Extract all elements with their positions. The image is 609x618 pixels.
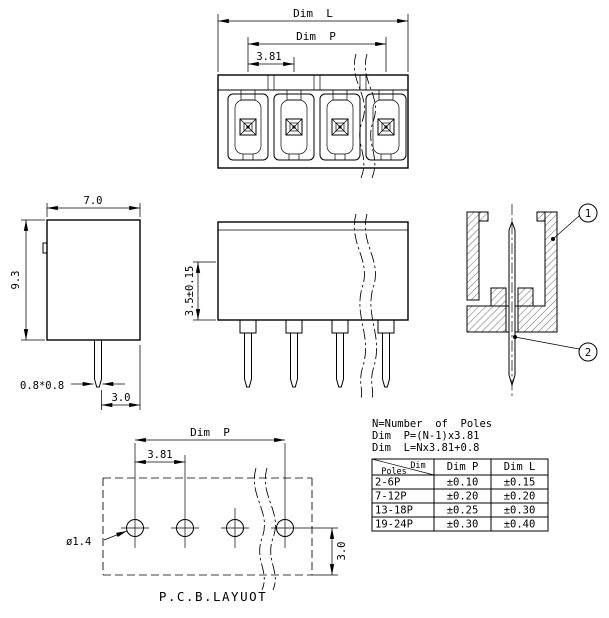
pcb-dim-p-label: Dim P [190, 426, 230, 439]
section-left-flange [478, 211, 489, 222]
table-corner-top: Dim [410, 461, 425, 471]
contact-block [517, 287, 534, 307]
pcb-layout: Dim P 3.81 ø1.4 3.0 P. [66, 426, 348, 604]
note-line-2: Dim P=(N-1)x3.81 [372, 430, 479, 442]
callout-1-circle [578, 203, 598, 223]
callout-1-number: 1 [585, 208, 591, 220]
pin-square-label: 0.8*0.8 [20, 380, 64, 392]
contact-block [490, 287, 507, 307]
side-latch [42, 242, 47, 254]
cell-poles: 13-18P [375, 505, 413, 517]
break-line [254, 467, 265, 591]
cell-dim-l: ±0.20 [504, 491, 536, 503]
pin-offset-label: 3.0 [112, 392, 131, 404]
cell-dim-l: ±0.30 [504, 505, 536, 517]
table-corner-diagonal [371, 458, 435, 476]
section-view: 1 2 [466, 203, 598, 396]
solder-pin [285, 319, 303, 388]
pole-module [319, 89, 361, 161]
callout-1: 1 [551, 203, 598, 241]
dim-l-label: Dim L [293, 7, 333, 20]
front-view-body [217, 221, 409, 321]
table-row: 2-6P ±0.10 ±0.15 [375, 477, 535, 489]
table-border [371, 458, 549, 532]
pcb-hole [126, 519, 144, 537]
callout-2-circle [578, 342, 598, 362]
leader-dot [513, 335, 517, 339]
cell-dim-p: ±0.30 [447, 519, 479, 531]
pcb-hole [226, 519, 244, 537]
formula-notes: N=Number of Poles Dim P=(N-1)x3.81 Dim L… [372, 418, 492, 454]
leader-line [514, 336, 580, 350]
table-header-dim-l: Dim L [504, 461, 536, 473]
table-row: 13-18P ±0.25 ±0.30 [375, 505, 535, 517]
cell-dim-p: ±0.25 [447, 505, 479, 517]
note-line-1: N=Number of Poles [372, 418, 492, 430]
solder-pin [377, 319, 395, 388]
table-header-dim-p: Dim P [447, 461, 479, 473]
break-line [354, 213, 367, 401]
callout-2: 2 [513, 335, 598, 362]
break-line [265, 467, 276, 591]
callout-2-number: 2 [585, 347, 591, 359]
height-label: 9.3 [10, 271, 22, 290]
cell-dim-l: ±0.40 [504, 519, 536, 531]
side-view-body [46, 219, 141, 341]
cell-poles: 19-24P [375, 519, 413, 531]
table-corner-bottom: Poles [381, 467, 407, 477]
pole-module [227, 89, 269, 161]
solder-pin [331, 319, 349, 388]
pitch-label: 3.81 [256, 51, 281, 63]
pcb-hole [276, 519, 294, 537]
hole-dia-leader [103, 530, 128, 541]
side-view: 7.0 9.3 0.8*0.8 3.0 [10, 195, 141, 410]
section-right-flange [536, 211, 546, 222]
top-view: Dim L Dim P 3.81 [217, 7, 409, 179]
pcb-outline [102, 477, 313, 576]
pole-module [273, 89, 315, 161]
leader-line [552, 215, 580, 240]
hole-dia-label: ø1.4 [66, 536, 91, 548]
cell-poles: 7-12P [375, 491, 407, 503]
cell-dim-p: ±0.10 [447, 477, 479, 489]
solder-pin [239, 319, 257, 388]
hole-center-lines [121, 443, 338, 548]
break-line [365, 53, 376, 179]
leader-dot [551, 237, 555, 241]
cell-dim-p: ±0.20 [447, 491, 479, 503]
top-view-body [217, 74, 409, 169]
front-view: 3.5±0.15 [184, 213, 409, 401]
cell-dim-l: ±0.15 [504, 477, 536, 489]
break-line [354, 53, 365, 179]
table-row: 19-24P ±0.30 ±0.40 [375, 519, 535, 531]
row-offset-label: 3.0 [336, 542, 348, 561]
break-line [365, 213, 378, 401]
standoff-label: 3.5±0.15 [184, 266, 196, 317]
section-left-wall [466, 211, 480, 301]
pole-partitions [267, 75, 367, 90]
tolerance-table: Dim Poles Dim P Dim L 2-6P ±0.10 ±0.15 7… [371, 458, 549, 532]
cell-poles: 2-6P [375, 477, 400, 489]
width-label: 7.0 [84, 195, 103, 207]
dim-p-label: Dim P [296, 30, 336, 43]
pcb-hole [176, 519, 194, 537]
note-line-3: Dim L=Nx3.81+0.8 [372, 442, 479, 454]
pcb-caption: P.C.B.LAYUOT [159, 589, 267, 604]
table-row: 7-12P ±0.20 ±0.20 [375, 491, 535, 503]
side-pin [94, 340, 102, 388]
pcb-pitch-label: 3.81 [147, 449, 172, 461]
